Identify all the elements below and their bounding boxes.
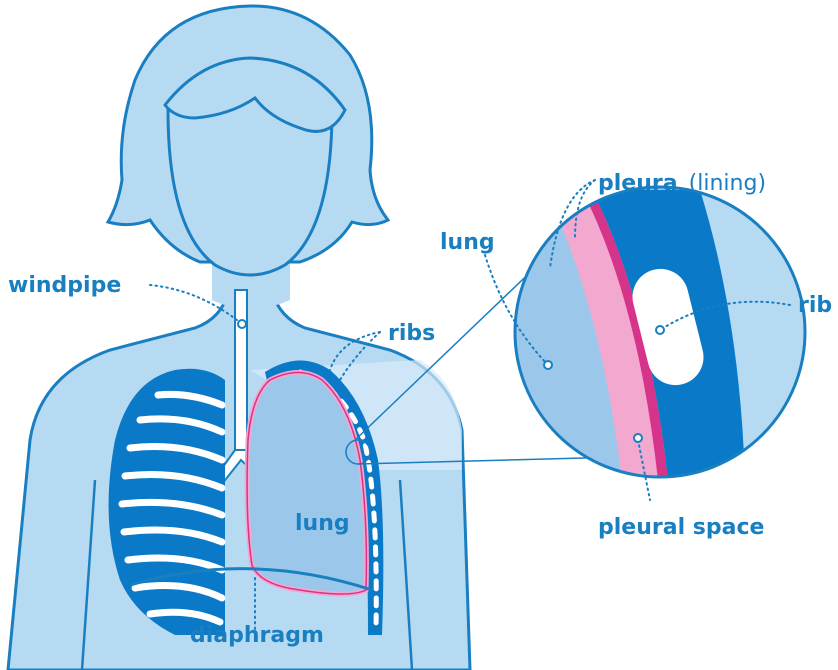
label-rib: rib bbox=[798, 293, 832, 318]
label-ribs: ribs bbox=[388, 321, 435, 346]
label-windpipe: windpipe bbox=[8, 273, 121, 298]
windpipe-tube bbox=[235, 290, 247, 455]
label-pleura: pleura (lining) bbox=[598, 171, 766, 196]
label-pleura-note: (lining) bbox=[689, 171, 766, 196]
label-pleura-term: pleura bbox=[598, 171, 678, 196]
label-lung-zoom: lung bbox=[440, 230, 495, 255]
label-diaphragm: diaphragm bbox=[190, 623, 324, 648]
label-lung-main: lung bbox=[295, 511, 350, 536]
label-pleural-space: pleural space bbox=[598, 515, 764, 540]
